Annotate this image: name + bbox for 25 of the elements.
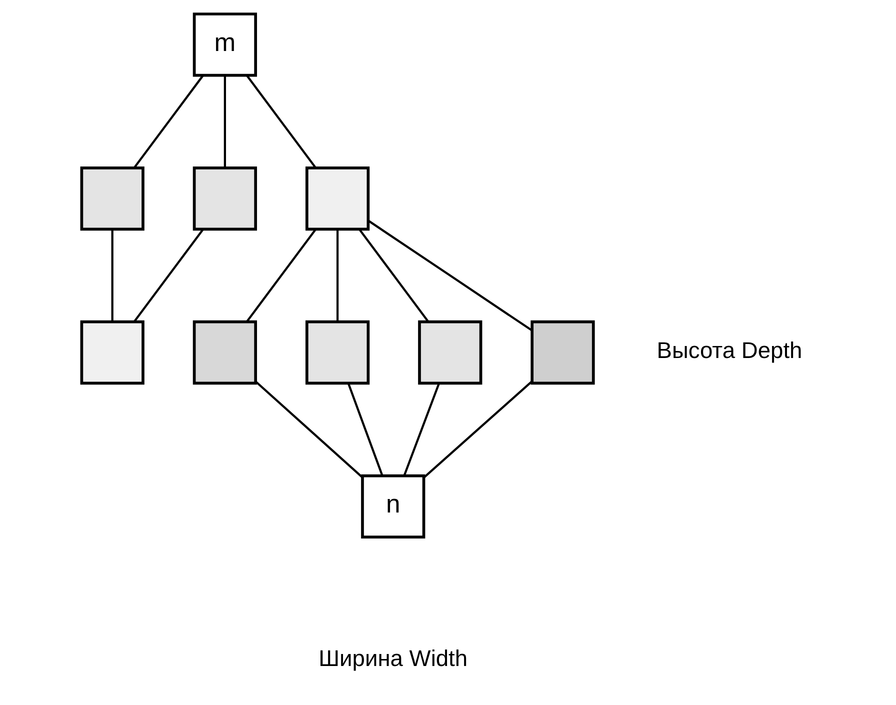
node-box xyxy=(80,320,144,385)
node-box xyxy=(418,320,482,385)
connector xyxy=(133,228,204,322)
label: Высота Depth xyxy=(656,336,802,363)
node-box: n xyxy=(361,474,426,538)
connector xyxy=(423,380,533,478)
node-box xyxy=(192,166,257,231)
node-box xyxy=(305,166,370,231)
connector xyxy=(133,74,204,168)
node-box xyxy=(80,166,144,231)
connector xyxy=(224,76,226,168)
connector xyxy=(403,383,440,476)
connector xyxy=(347,383,384,476)
connector xyxy=(246,74,316,168)
node-box xyxy=(305,320,370,385)
node-box: m xyxy=(192,12,257,77)
connector xyxy=(246,228,316,322)
connector xyxy=(111,229,114,322)
connector xyxy=(368,220,532,332)
connector xyxy=(358,228,430,322)
label: Ширина Width xyxy=(318,644,468,671)
node-box xyxy=(530,320,595,385)
node-box xyxy=(192,320,257,385)
connector xyxy=(255,380,364,478)
connector xyxy=(336,229,339,322)
